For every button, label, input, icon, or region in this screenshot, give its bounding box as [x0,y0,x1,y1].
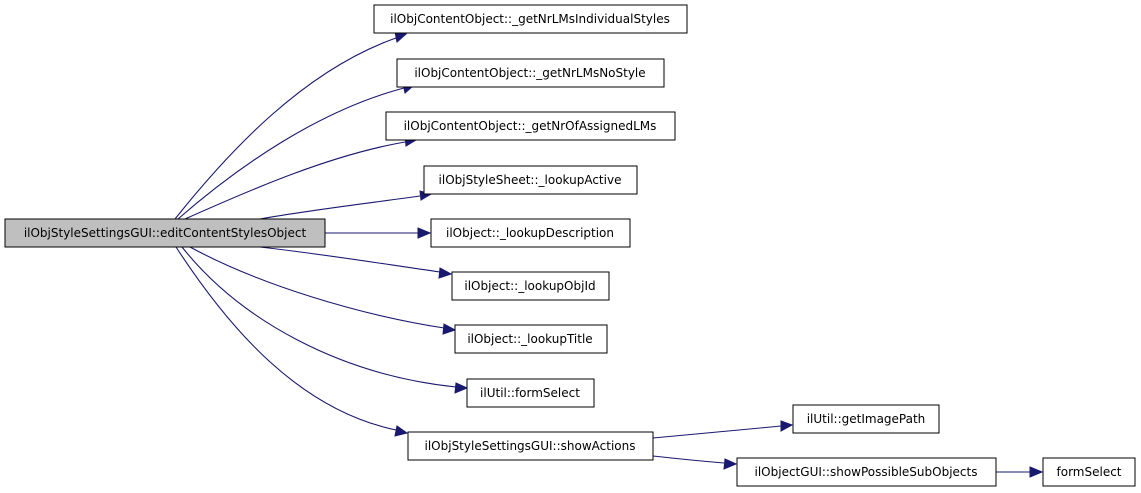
node-label: ilObjContentObject::_getNrOfAssignedLMs [404,119,657,133]
node-label: ilObjectGUI::showPossibleSubObjects [755,465,978,479]
node-root[interactable]: ilObjStyleSettingsGUI::editContentStyles… [4,218,326,248]
arrowhead [394,425,409,437]
edge-showActions-to-showPossibleSubObjects [652,455,725,464]
arrowhead [780,420,794,432]
node-label: ilObjContentObject::_getNrLMsNoStyle [414,66,645,80]
node-lookupObjId[interactable]: ilObject::_lookupObjId [451,271,610,301]
node-lookupDescription[interactable]: ilObject::_lookupDescription [430,218,631,248]
arrowhead [723,458,738,470]
node-ilUtil-formSelect[interactable]: ilUtil::formSelect [466,378,595,408]
edge-root-to-getNrLMsNoStyle [177,87,405,220]
node-label: ilObjStyleSettingsGUI::editContentStyles… [24,226,307,240]
edge-showActions-to-getImagePath [652,425,782,439]
node-getImagePath[interactable]: ilUtil::getImagePath [792,404,940,434]
node-label: ilObjStyleSettingsGUI::showActions [425,439,636,453]
node-label: ilUtil::getImagePath [807,412,926,426]
node-getNrLMsNoStyle[interactable]: ilObjContentObject::_getNrLMsNoStyle [396,58,665,88]
edge-root-to-ilUtil-formSelect [181,246,457,388]
node-showPossibleSubObjects[interactable]: ilObjectGUI::showPossibleSubObjects [736,457,997,487]
node-formSelect[interactable]: formSelect [1042,457,1136,487]
node-getNrOfAssignedLMs[interactable]: ilObjContentObject::_getNrOfAssignedLMs [385,111,676,141]
node-getNrLMsIndividualStyles[interactable]: ilObjContentObject::_getNrLMsIndividualS… [373,4,688,34]
node-label: ilObject::_lookupObjId [464,279,595,293]
node-showActions[interactable]: ilObjStyleSettingsGUI::showActions [407,431,654,461]
node-label: ilObject::_lookupDescription [446,226,614,240]
edge-root-to-lookupActive [259,195,421,220]
arrowhead [1029,466,1044,478]
edge-root-to-showActions [175,246,397,431]
edge-root-to-lookupObjId [259,246,441,273]
node-label: ilObjStyleSheet::_lookupActive [439,173,622,187]
arrowhead [438,267,453,279]
edge-root-to-getNrOfAssignedLMs [184,141,406,220]
arrowhead [442,323,457,335]
arrowhead [417,227,432,239]
edge-root-to-lookupTitle [189,246,445,329]
node-label: ilObjContentObject::_getNrLMsIndividualS… [390,12,670,26]
node-label: ilUtil::formSelect [480,386,580,400]
node-label: ilObject::_lookupTitle [467,332,592,346]
node-lookupTitle[interactable]: ilObject::_lookupTitle [454,324,608,354]
nodes: ilObjStyleSettingsGUI::editContentStyles… [4,4,1136,487]
node-label: formSelect [1057,465,1122,479]
edge-root-to-getNrLMsIndividualStyles [174,37,397,220]
arrowhead [454,382,469,394]
node-lookupActive[interactable]: ilObjStyleSheet::_lookupActive [423,165,638,195]
